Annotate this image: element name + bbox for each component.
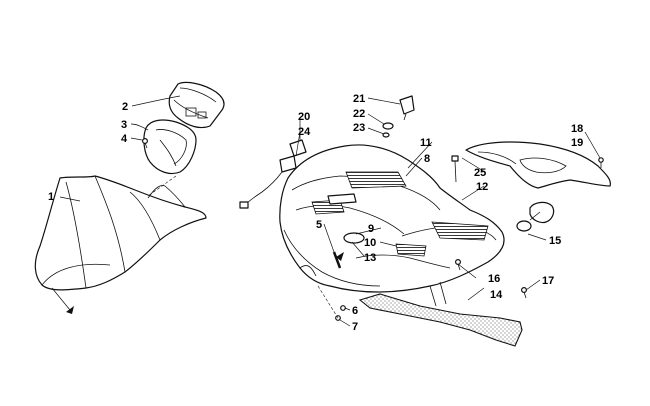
callout-19: 19: [571, 137, 583, 149]
screw-part: [142, 138, 149, 149]
callout-14: 14: [490, 289, 503, 301]
callout-18: 18: [571, 123, 583, 135]
leader-lines: [59, 95, 601, 327]
callout-23: 23: [353, 122, 365, 134]
callout-22: 22: [353, 108, 365, 120]
callout-7: 7: [352, 321, 358, 333]
callout-6: 6: [352, 305, 358, 317]
callout-2: 2: [122, 101, 128, 113]
callout-8: 8: [424, 153, 430, 165]
arrow-marker: [336, 252, 344, 261]
callout-16: 16: [488, 273, 500, 285]
callout-10: 10: [364, 237, 376, 249]
callout-15: 15: [549, 235, 561, 247]
stud-part: [332, 251, 342, 269]
callout-17: 17: [542, 275, 554, 287]
switch-knob-part: [399, 95, 415, 121]
alignment-line: [147, 175, 177, 197]
callout-4: 4: [121, 133, 128, 145]
callout-11: 11: [420, 137, 432, 149]
screw-part-16: [455, 259, 462, 266]
callout-3: 3: [121, 119, 127, 131]
callout-20: 20: [298, 111, 310, 123]
rear-cover-part: [465, 141, 611, 189]
vent-panel-upper: [345, 171, 407, 189]
gauge-housing-part: [168, 81, 225, 129]
vent-panel-right: [431, 221, 489, 241]
alignment-line: [317, 285, 339, 319]
hood-cover-part: [34, 175, 207, 291]
cutout-slot: [327, 193, 357, 205]
callout-1: 1: [48, 191, 54, 203]
callout-21: 21: [353, 93, 365, 105]
nut-part: [382, 132, 390, 138]
screw-part-19: [598, 157, 604, 168]
fastener-part-6: [340, 305, 346, 311]
washer-part: [382, 122, 394, 130]
callout-13: 13: [364, 252, 376, 264]
gauge-bezel-part: [143, 119, 197, 175]
cutout-oval-1: [343, 232, 365, 244]
seat-strap-part: [358, 281, 523, 347]
callout-5: 5: [316, 219, 322, 231]
connector-part: [239, 139, 307, 209]
console-part: [279, 144, 505, 293]
bolt-part: [451, 155, 459, 183]
vent-panel-lower: [395, 243, 427, 257]
callout-9: 9: [368, 223, 374, 235]
knob-part: [516, 201, 555, 232]
screw-part-17: [520, 287, 527, 299]
callout-24: 24: [298, 126, 311, 138]
callout-12: 12: [476, 181, 488, 193]
callout-25: 25: [474, 167, 486, 179]
callout-labels: 1 2 3 4 5 6 7 8 9 10 11 12 13 14 15 16 1…: [48, 93, 583, 333]
